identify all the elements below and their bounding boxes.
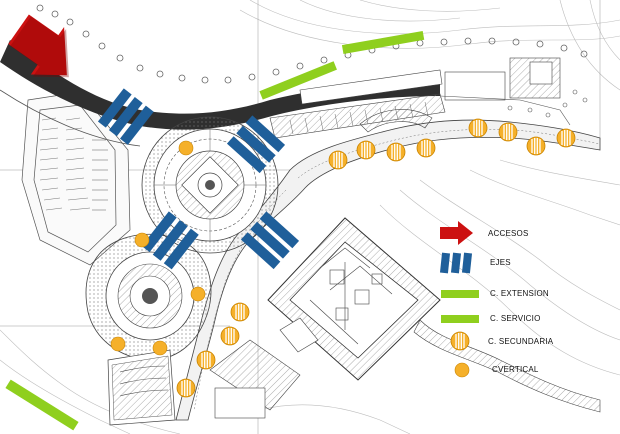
legend-ejes-label: EJES <box>490 258 511 267</box>
legend-secundaria-icon <box>450 331 470 351</box>
legend <box>439 221 479 378</box>
lower-amphitheatre <box>359 109 433 133</box>
auditorium <box>107 349 176 426</box>
legend-secundaria-label: C. SECUNDARIA <box>488 337 554 346</box>
legend-extension-icon <box>441 290 479 298</box>
legend-servicio-label: C. SERVICIO <box>490 314 541 323</box>
lower-rotunda <box>85 233 212 361</box>
parking-lot <box>21 91 131 266</box>
ejes-group-ne <box>226 115 286 174</box>
ejes-group-se <box>240 211 300 270</box>
ejes-group-nw <box>97 88 154 145</box>
square-building <box>267 217 441 381</box>
legend-vertical-icon <box>454 362 470 378</box>
vertical-markers <box>110 140 206 356</box>
legend-vertical-label: CVERTICAL <box>492 365 539 374</box>
ejes-group-sw <box>141 211 199 270</box>
right-plaza <box>439 89 588 126</box>
ejes-bars <box>97 88 300 270</box>
legend-extension-label: C. EXTENSION <box>490 289 549 298</box>
upper-building-row <box>269 57 561 139</box>
lower-right-path <box>413 319 601 413</box>
legend-accesos-label: ACCESOS <box>488 229 529 238</box>
legend-ejes-icon <box>439 252 473 274</box>
legend-servicio-icon <box>441 315 479 323</box>
access-arrow-icon <box>8 14 69 78</box>
lower-buildings <box>209 317 319 419</box>
legend-accesos-icon <box>440 221 473 245</box>
extension-bars <box>5 30 425 431</box>
